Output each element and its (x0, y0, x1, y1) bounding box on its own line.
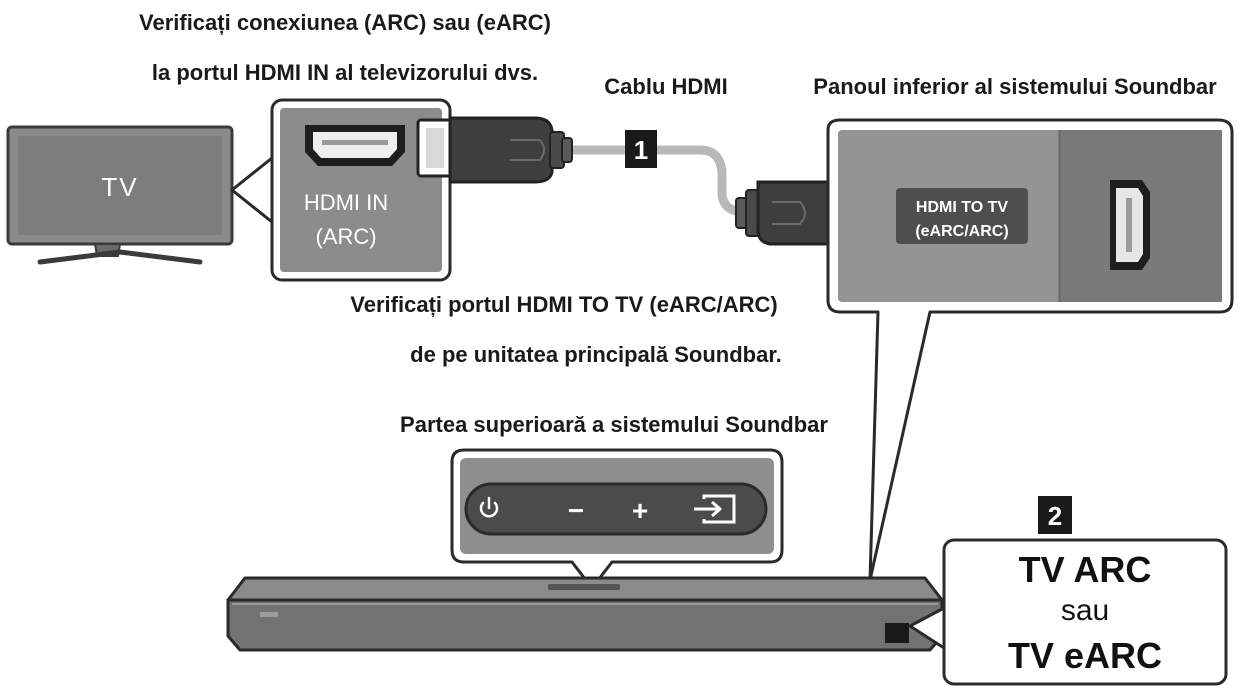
hdmi-plug-left-icon (416, 116, 573, 184)
volume-up-button-label: + (632, 495, 648, 526)
mode-line1: TV ARC (1019, 549, 1152, 590)
mode-line3: TV eARC (1008, 635, 1162, 676)
caption-soundbar-check-line2: de pe unitatea principală Soundbar. (410, 342, 782, 367)
caption-bottom-panel: Panoul inferior al sistemului Soundbar (813, 74, 1217, 99)
callout-pointer-tv (230, 156, 274, 224)
caption-tv-check-line1: Verificați conexiunea (ARC) sau (eARC) (139, 10, 551, 35)
source-input-icon (694, 494, 736, 524)
soundbar-bottom-panel: HDMI TO TV (eARC/ARC) (826, 118, 1234, 582)
soundbar-port-label-line2: (eARC/ARC) (915, 223, 1008, 240)
soundbar-hdmi-socket-icon (1110, 180, 1150, 270)
step-1-number: 1 (634, 135, 648, 165)
step-2-badge: 2 (1038, 496, 1072, 534)
mode-line2: sau (1061, 594, 1109, 627)
tv-port-label-line2: (ARC) (315, 224, 376, 249)
power-icon (479, 496, 499, 518)
hdmi-socket-icon (305, 125, 405, 166)
soundbar-port-label-line1: HDMI TO TV (916, 199, 1008, 216)
caption-top-panel: Partea superioară a sistemului Soundbar (400, 412, 828, 437)
soundbar-illustration (226, 576, 944, 652)
tv-port-label-line1: HDMI IN (304, 190, 388, 215)
volume-down-button-label: − (568, 495, 584, 526)
mode-display-box: TV ARC sau TV eARC (942, 538, 1228, 686)
step-2-number: 2 (1048, 501, 1062, 531)
tv-illustration: TV (6, 125, 234, 265)
caption-cable: Cablu HDMI (604, 74, 727, 99)
caption-soundbar-check-line1: Verificați portul HDMI TO TV (eARC/ARC) (350, 292, 777, 317)
tv-label: TV (101, 172, 138, 202)
caption-tv-check-line2: la portul HDMI IN al televizorului dvs. (152, 60, 538, 85)
soundbar-top-panel: − + (450, 448, 784, 590)
tv-hdmi-in-panel: HDMI IN (ARC) (270, 98, 452, 282)
step-1-badge: 1 (625, 130, 657, 168)
